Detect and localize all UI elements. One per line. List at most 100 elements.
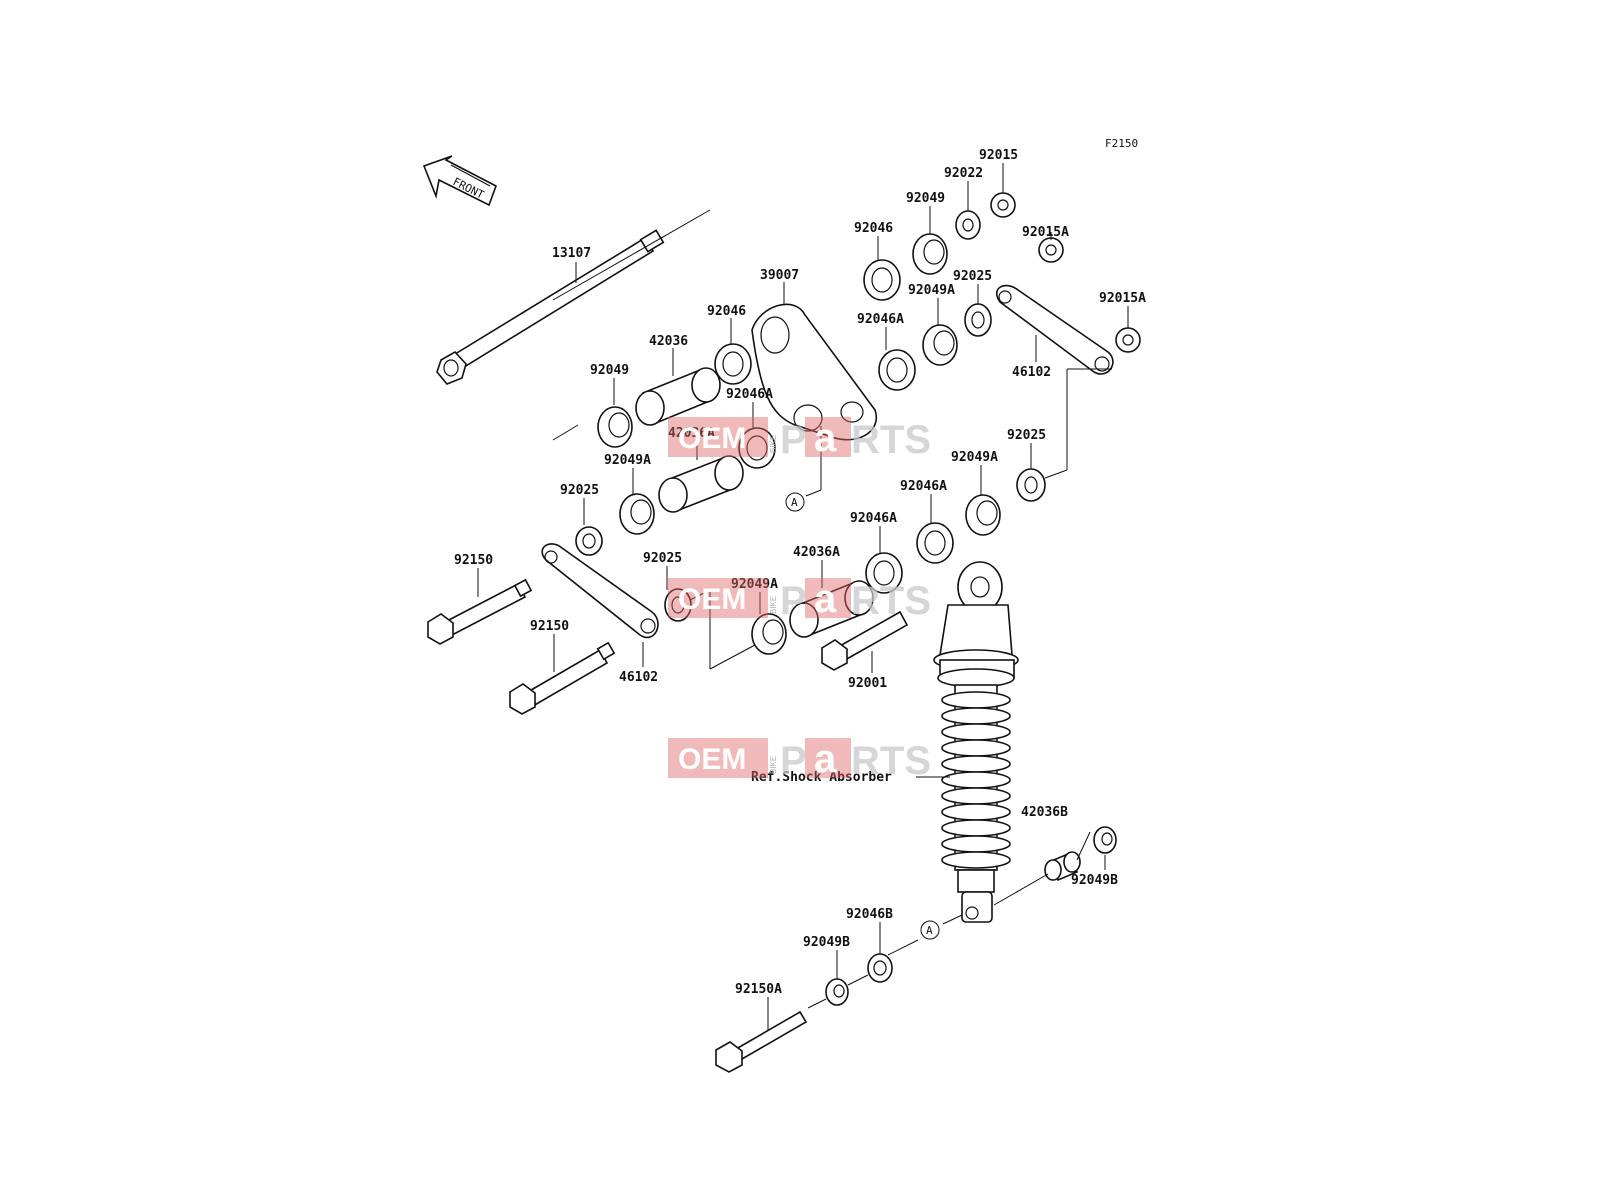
part-label: 92022	[944, 166, 983, 181]
part-label: 92015A	[1022, 225, 1069, 240]
part-label: 92049B	[1071, 873, 1118, 888]
collar-42036A-lower-part	[789, 580, 874, 638]
diagram-code: F2150	[1105, 137, 1138, 150]
bolt-92150A-part	[715, 1010, 808, 1073]
svg-text:A: A	[926, 924, 933, 937]
part-label: 92046	[707, 304, 746, 319]
part-label: 13107	[552, 246, 591, 261]
long-axle-part	[436, 209, 711, 441]
washer-92025-upper-part	[964, 303, 992, 337]
svg-text:OEM: OEM	[678, 583, 746, 616]
collar-42036A-part	[658, 455, 744, 513]
seal-92049-part	[597, 406, 633, 448]
seal-92049B-right-part	[1093, 826, 1117, 854]
part-label: 92025	[560, 483, 599, 498]
seal-92049A-upper-part	[922, 324, 958, 366]
svg-text:RTS: RTS	[851, 579, 931, 623]
seal-92049A-part	[619, 493, 655, 535]
collar-42036-part	[635, 367, 721, 426]
svg-text:A: A	[791, 496, 798, 509]
part-label: 92049A	[604, 453, 651, 468]
part-label: 46102	[1012, 365, 1051, 380]
svg-text:P: P	[780, 579, 807, 623]
svg-text:BIKE: BIKE	[769, 596, 778, 614]
svg-text:P: P	[780, 418, 807, 462]
part-label: 92001	[848, 676, 887, 691]
part-label: 92150	[530, 619, 569, 634]
tie-rod-46102-upper-part	[995, 284, 1114, 375]
callout-marker-lower: A	[920, 920, 940, 940]
svg-text:a: a	[814, 737, 837, 781]
part-label: 42036A	[668, 426, 715, 441]
rocker-arm-part	[751, 303, 878, 441]
part-label: 42036B	[1021, 805, 1068, 820]
part-label: 92015	[979, 148, 1018, 163]
part-label: 92049B	[803, 935, 850, 950]
washer-92025-mid-part	[1016, 468, 1046, 502]
svg-text:OEM: OEM	[678, 743, 746, 776]
svg-text:BIKE: BIKE	[769, 435, 778, 453]
part-label: 92025	[953, 269, 992, 284]
needle-bearing-92046A-upper-part	[878, 349, 916, 391]
part-label: 92049	[590, 363, 629, 378]
nut-92015-part	[990, 192, 1016, 218]
front-arrow-icon: FRONT	[422, 155, 497, 207]
washer-92022-part	[955, 210, 981, 240]
bolt-92150-upper-part	[427, 578, 533, 645]
needle-bearing-92046A-mid-part	[916, 522, 954, 564]
part-label: 92046A	[857, 312, 904, 327]
tie-rod-46102-part	[541, 543, 659, 639]
washer-92025-part	[575, 526, 603, 556]
part-label: 92049A	[951, 450, 998, 465]
part-label: 39007	[760, 268, 799, 283]
svg-text:RTS: RTS	[851, 418, 931, 462]
needle-bearing-92046A-part	[738, 427, 776, 469]
part-label: 92025	[1007, 428, 1046, 443]
part-label: 92046A	[850, 511, 897, 526]
svg-text:BIKE: BIKE	[769, 756, 778, 774]
shock-absorber-part	[933, 561, 1019, 923]
part-label: 92049A	[908, 283, 955, 298]
needle-bearing-92046-part	[714, 343, 752, 385]
part-label: 92049A	[731, 577, 778, 592]
part-label: 42036	[649, 334, 688, 349]
part-label: 46102	[619, 670, 658, 685]
svg-text:P: P	[780, 739, 807, 783]
bolt-92001-part	[821, 610, 909, 671]
seal-92049A-mid-part	[965, 494, 1001, 536]
collar-42036B-part	[1044, 851, 1081, 882]
svg-text:RTS: RTS	[851, 739, 931, 783]
part-label: 92150	[454, 553, 493, 568]
part-label: 92046B	[846, 907, 893, 922]
seal-92049A-lower-part	[751, 613, 787, 655]
part-label: 92150A	[735, 982, 782, 997]
bolt-92150-lower-part	[509, 641, 616, 715]
leader-lines	[477, 163, 1129, 1030]
part-label: 92046A	[900, 479, 947, 494]
callout-marker-upper: A	[785, 492, 805, 512]
nut-92015A-upper-part	[1038, 237, 1064, 263]
svg-text:OEM: OEM	[678, 422, 746, 455]
part-labels: 13107 39007 92046 42036 92049 92046A 420…	[454, 148, 1146, 997]
part-label: 92025	[643, 551, 682, 566]
needle-bearing-92046-upper-part	[863, 259, 901, 301]
seal-92049-upper-part	[912, 233, 948, 275]
needle-bearing-92046A-lower-part	[865, 552, 903, 594]
part-label: 92046	[854, 221, 893, 236]
part-label: 92046A	[726, 387, 773, 402]
part-label: 92015A	[1099, 291, 1146, 306]
washer-92025-lower-part	[664, 588, 692, 622]
needle-bearing-92046B-part	[867, 953, 893, 983]
nut-92015A-right-part	[1115, 327, 1141, 353]
part-label: 42036A	[793, 545, 840, 560]
part-label: 92049	[906, 191, 945, 206]
svg-text:a: a	[814, 416, 837, 460]
shock-absorber-ref-label: Ref.Shock Absorber	[751, 770, 892, 785]
svg-text:a: a	[814, 577, 837, 621]
